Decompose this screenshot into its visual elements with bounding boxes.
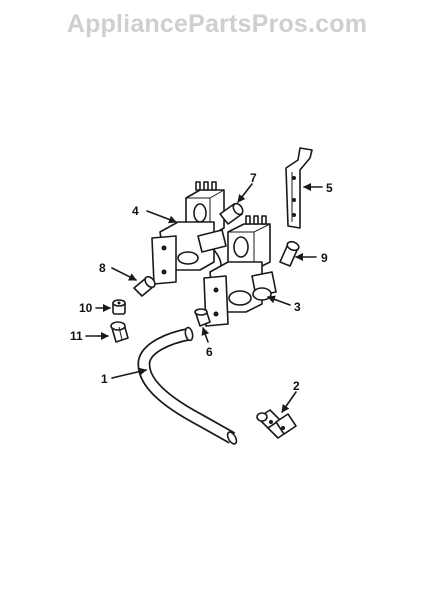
part-2-fittings <box>256 409 297 439</box>
watermark-text: AppliancePartsPros.com <box>66 10 368 38</box>
callout-9: 9 <box>321 251 328 265</box>
part-1-water-tube <box>137 326 238 445</box>
callout-2: 2 <box>293 379 300 393</box>
callout-1: 1 <box>101 372 108 386</box>
leader-6 <box>201 327 210 343</box>
callout-10: 10 <box>79 301 93 315</box>
leader-2 <box>281 391 297 413</box>
leader-8 <box>111 267 137 281</box>
callout-7: 7 <box>250 171 257 185</box>
callout-8: 8 <box>99 261 106 275</box>
callout-labels: 4 7 5 9 8 3 10 11 6 1 2 <box>70 171 333 393</box>
part-4-water-valve <box>151 181 227 285</box>
part-11-nut <box>110 321 129 343</box>
callout-leaders <box>85 183 323 413</box>
callout-3: 3 <box>294 300 301 314</box>
callout-11: 11 <box>70 329 83 343</box>
part-7-tube <box>219 202 244 225</box>
part-3-water-valve <box>203 215 277 327</box>
callout-6: 6 <box>206 345 213 359</box>
part-8-tube <box>133 275 156 297</box>
leader-1 <box>111 367 147 379</box>
callout-5: 5 <box>326 181 333 195</box>
part-6-fitting <box>194 308 211 327</box>
leader-3 <box>267 295 291 306</box>
part-9-tube <box>279 240 300 267</box>
part-10-insert <box>112 299 126 315</box>
callout-4: 4 <box>132 204 139 218</box>
part-5-bracket <box>285 147 313 229</box>
leader-7 <box>237 183 253 203</box>
leader-4 <box>146 210 177 224</box>
